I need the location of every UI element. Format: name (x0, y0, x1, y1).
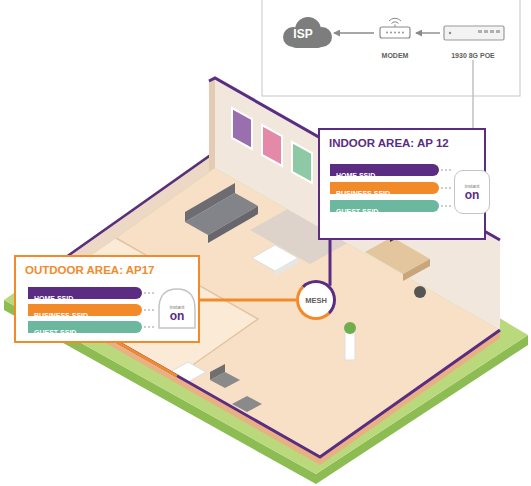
ssid-pill: GUEST SSID (28, 321, 142, 333)
access-point: instanton (454, 170, 490, 214)
panel-title: OUTDOOR AREA: AP17 (25, 263, 155, 277)
connector (441, 188, 453, 189)
connector (472, 60, 473, 128)
ssid-label: GUEST SSID (28, 327, 80, 339)
isp-cloud-shape (283, 17, 332, 48)
modem-icon-part (402, 32, 404, 34)
dome-shape (159, 289, 195, 328)
device-label: 1930 8G POE (440, 51, 506, 60)
mesh-label: MESH (305, 296, 327, 305)
ssid-pill: HOME SSID (330, 164, 439, 176)
outdoor-access-point: instanton (156, 287, 198, 331)
switch-icon-part (478, 30, 482, 33)
house-part (403, 259, 430, 281)
house-part (232, 108, 252, 149)
connector (144, 327, 155, 328)
modem-icon-part (380, 27, 410, 38)
switch-icon-part (496, 30, 500, 33)
house-part (209, 78, 215, 171)
modem-icon-part (392, 22, 399, 24)
isp-label: ISP (293, 27, 312, 41)
ssid-label: GUEST SSID (330, 206, 382, 218)
ssid-label: BUSINESS SSID (330, 188, 394, 200)
house-part (210, 364, 225, 380)
connector (144, 293, 155, 294)
network-frame-part (262, 0, 520, 96)
connector (334, 32, 374, 33)
modem-icon-part (386, 32, 388, 34)
modem-icon-part (398, 32, 400, 34)
connector (329, 240, 332, 286)
ssid-label: HOME SSID (330, 170, 379, 182)
panel-title: INDOOR AREA: AP 12 (329, 136, 449, 150)
switch-icon-part (449, 32, 451, 34)
modem-icon-part (390, 32, 392, 34)
device-label: MODEM (374, 51, 416, 60)
ssid-pill: GUEST SSID (330, 200, 439, 212)
area-panel: OUTDOOR AREA: AP17HOME SSID BUSINESS SSID… (14, 255, 200, 343)
house-part (345, 330, 355, 360)
modem-icon-part (389, 18, 401, 21)
house-part (275, 258, 298, 276)
house-part (414, 286, 426, 298)
connector (441, 170, 453, 171)
house-part (208, 206, 258, 243)
panel-ground (14, 255, 200, 343)
ssid-pill: HOME SSID (28, 287, 142, 299)
area-panel: INDOOR AREA: AP 12HOME SSIDBUSINESS SSID… (318, 128, 486, 240)
switch-icon-part (484, 30, 488, 33)
house-part (215, 78, 500, 330)
house-part (262, 125, 282, 166)
modem-icon (380, 18, 410, 38)
connector (416, 32, 440, 33)
modem-icon-part (395, 25, 396, 28)
switch-icon (444, 26, 504, 40)
ssid-pill: BUSINESS SSID (28, 304, 142, 316)
brand-logo: on (465, 189, 480, 202)
house-part (344, 322, 356, 334)
brand-logo: on (170, 310, 185, 323)
switch-device: 1930 8G POE (440, 22, 506, 60)
modem-device: MODEM (374, 22, 416, 60)
switch-icon-part (444, 26, 504, 40)
connector (144, 310, 155, 311)
house-part (292, 142, 312, 183)
switch-icon-part (490, 30, 494, 33)
modem-icon-part (394, 32, 396, 34)
isp-cloud: ISP (272, 18, 334, 50)
network-frame (262, 0, 520, 96)
connector (441, 206, 453, 207)
mesh-circle: MESH (296, 280, 336, 320)
house-part (252, 245, 298, 271)
ssid-pill: BUSINESS SSID (330, 182, 439, 194)
connector (200, 299, 296, 302)
